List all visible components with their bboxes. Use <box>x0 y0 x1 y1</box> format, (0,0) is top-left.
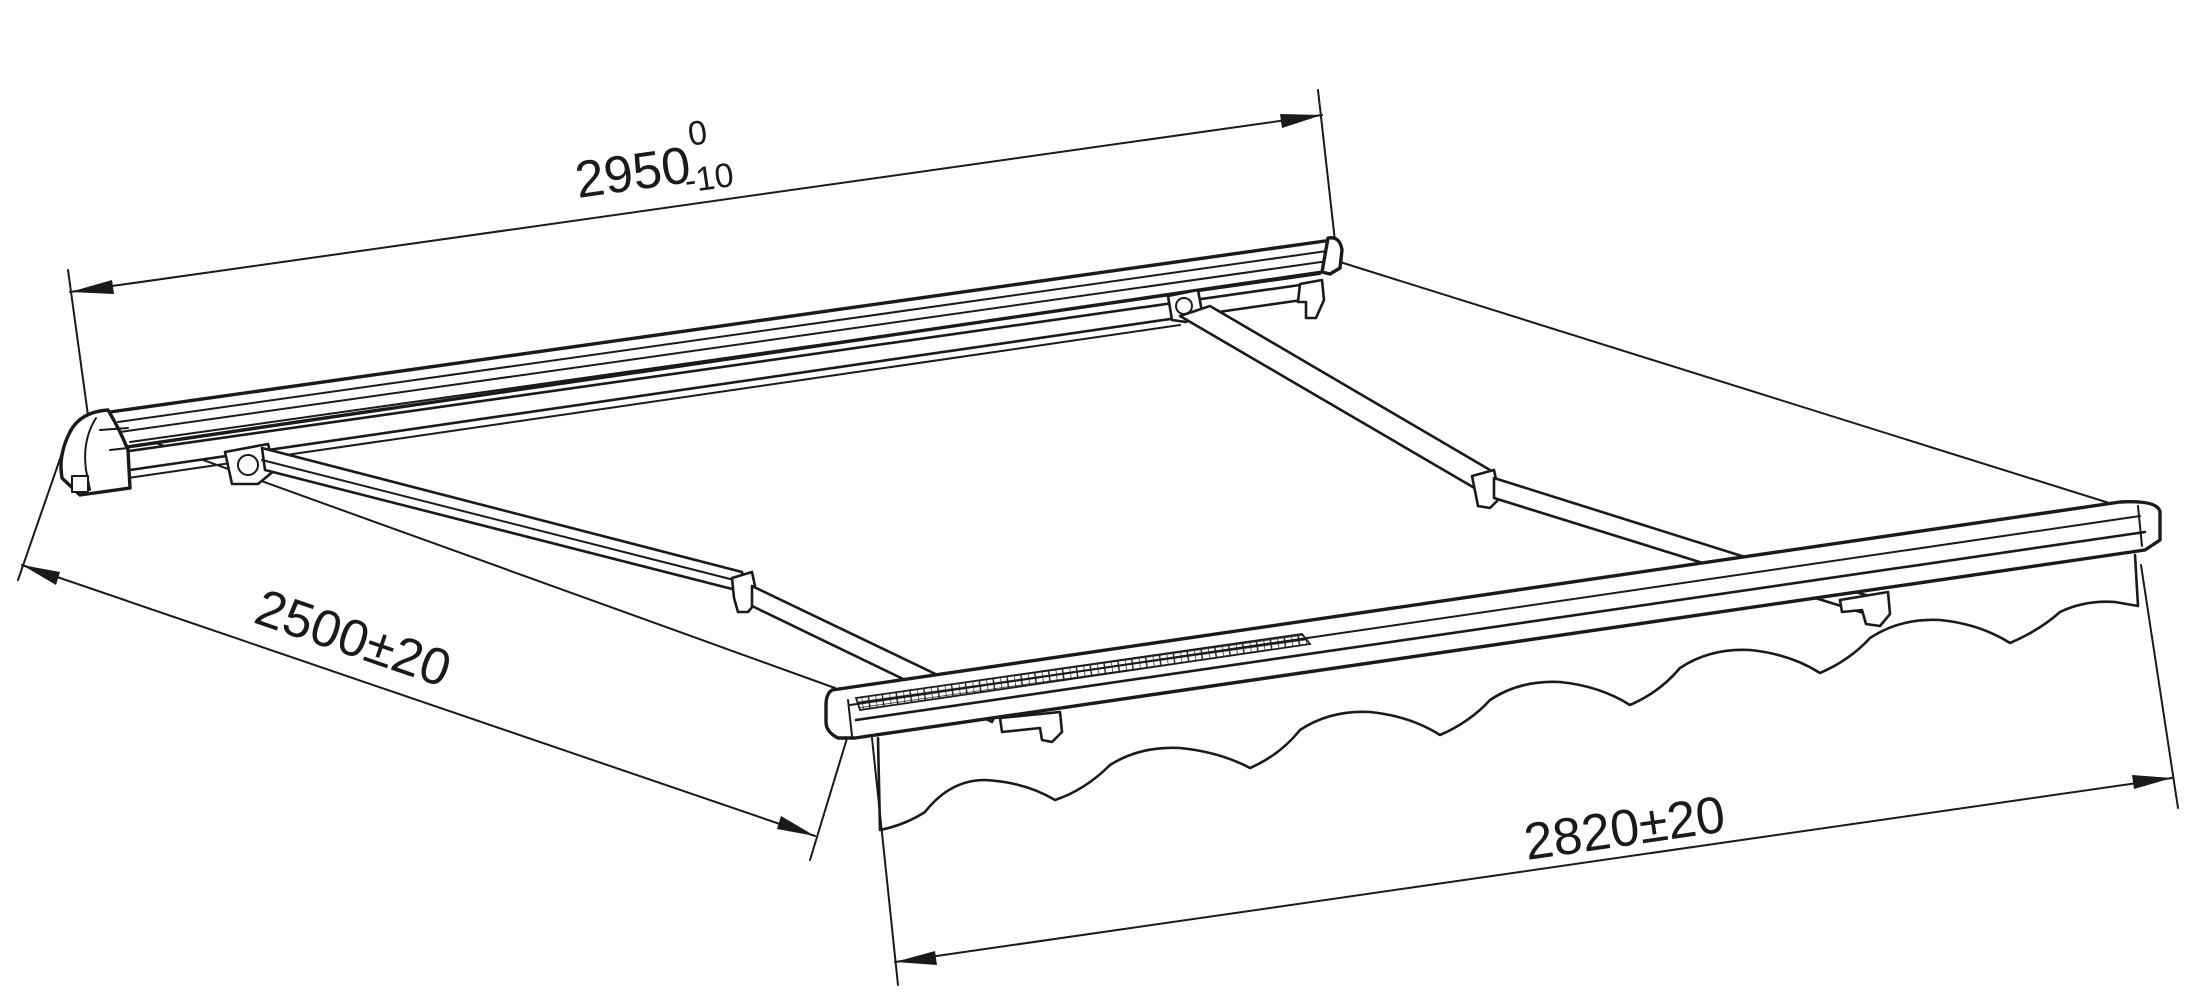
dimension-label-projection: 2500±20 <box>248 578 458 698</box>
extension-line-left-front <box>871 737 899 986</box>
front-bar-end-right <box>2137 505 2143 547</box>
side-edge-left <box>119 429 836 689</box>
dimension-tolerance-upper: 0 <box>686 113 710 153</box>
rear-cassette <box>59 236 1344 497</box>
end-cap-bracket <box>71 475 89 493</box>
arrowhead-icon <box>1280 114 1322 128</box>
dimension-line-front <box>894 777 2173 963</box>
right-bracket <box>1296 278 1326 320</box>
arm-upper-left <box>260 446 746 594</box>
extension-line-right-front <box>2140 564 2179 809</box>
arrowhead-icon <box>777 816 815 836</box>
end-cap-detail <box>84 417 129 491</box>
arrowhead-icon <box>22 565 60 585</box>
front-bar-body <box>824 500 2162 740</box>
dimension-tolerance-lower: -10 <box>682 156 736 201</box>
arrowhead-icon <box>2132 775 2172 789</box>
extension-line-left <box>67 269 91 431</box>
arrowhead-icon <box>70 280 114 294</box>
arm-bracket-front-left <box>998 710 1064 744</box>
side-edge-right <box>1339 261 2126 509</box>
front-load-bar <box>824 500 2162 740</box>
fabric-valance <box>876 553 2140 832</box>
extension-line-right <box>1317 89 1337 251</box>
cassette-groove <box>117 249 1335 423</box>
front-bar-end-left <box>847 699 853 737</box>
extension-line-front <box>809 734 849 861</box>
dimension-line-top <box>69 114 1323 293</box>
cassette-groove <box>119 259 1336 433</box>
valance-wave <box>876 553 2140 832</box>
arm-upper-edge <box>261 459 743 583</box>
arm-upper-right <box>1178 304 1492 492</box>
arm-bracket-front-right <box>1838 590 1892 628</box>
cassette-lower-rail <box>120 283 1304 472</box>
front-bar-hatched-strip <box>854 633 1312 711</box>
dimension-label-front-bar: 2820±20 <box>1520 786 1728 872</box>
pivot-icon <box>237 454 259 476</box>
dimension-line-projection <box>21 564 816 837</box>
cassette-end-cap-right <box>1320 236 1344 276</box>
cassette-body <box>108 238 1341 450</box>
cassette-lower-edge <box>127 324 1181 479</box>
dimension-label-width: 2950 <box>572 136 695 210</box>
cassette-groove <box>129 273 1321 443</box>
front-bar-front-edge <box>854 530 2147 722</box>
arrowhead-icon <box>895 951 937 965</box>
cassette-end-cap-left <box>59 408 132 497</box>
